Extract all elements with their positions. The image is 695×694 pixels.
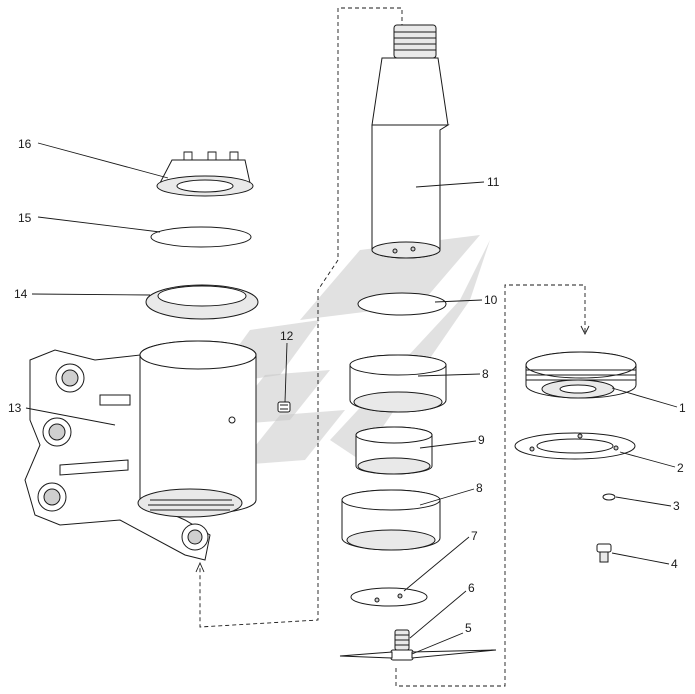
part-12-grease-fitting bbox=[277, 401, 291, 413]
callout-8-lower: 8 bbox=[476, 481, 483, 495]
callout-2: 2 bbox=[677, 461, 684, 475]
part-7-thrust-washer bbox=[350, 587, 428, 607]
callout-14: 14 bbox=[14, 287, 28, 301]
callout-1: 1 bbox=[679, 401, 686, 415]
callout-9: 9 bbox=[478, 433, 485, 447]
callout-13: 13 bbox=[8, 401, 22, 415]
callout-5: 5 bbox=[465, 621, 472, 635]
part-4-screw bbox=[596, 543, 612, 563]
callout-10: 10 bbox=[484, 293, 498, 307]
part-16-castle-nut bbox=[156, 151, 254, 197]
part-3-lock-washer bbox=[602, 493, 616, 501]
callout-7: 7 bbox=[471, 529, 478, 543]
callout-8-upper: 8 bbox=[482, 367, 489, 381]
callout-15: 15 bbox=[18, 211, 32, 225]
part-15-snap-ring bbox=[150, 226, 252, 248]
part-14-seal bbox=[145, 284, 259, 320]
part-5-cotter-pin bbox=[339, 649, 497, 659]
callout-3: 3 bbox=[673, 499, 680, 513]
part-8-upper-bearing bbox=[349, 354, 447, 413]
part-13-knuckle-housing bbox=[24, 340, 257, 561]
part-8-lower-bearing bbox=[341, 489, 441, 551]
callout-11: 11 bbox=[487, 175, 500, 189]
callout-6: 6 bbox=[468, 581, 475, 595]
part-2-gasket bbox=[514, 432, 636, 460]
part-9-bushing bbox=[355, 426, 433, 475]
leader-lines bbox=[25, 142, 678, 655]
assembly-guide-lines bbox=[195, 7, 590, 687]
part-11-shaft bbox=[371, 24, 450, 259]
callout-16: 16 bbox=[18, 137, 32, 151]
part-10-o-ring bbox=[357, 292, 447, 316]
callout-labels: 16 15 14 13 12 11 10 8 9 8 7 6 5 1 2 3 4 bbox=[8, 137, 686, 635]
part-1-threaded-cap bbox=[525, 351, 637, 399]
callout-12: 12 bbox=[280, 329, 294, 343]
part-6-bolt bbox=[390, 629, 414, 661]
callout-4: 4 bbox=[671, 557, 678, 571]
